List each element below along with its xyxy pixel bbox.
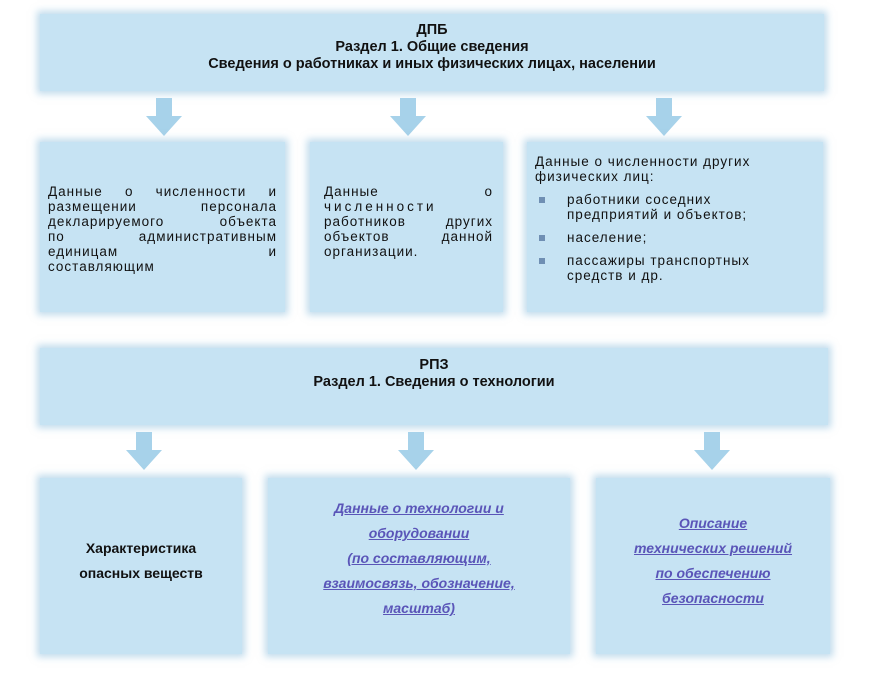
dpb-title: ДПБ <box>416 22 448 38</box>
bullet-icon <box>539 197 545 203</box>
text-line: опасных веществ <box>79 565 203 581</box>
text-line: безопасности <box>662 590 764 606</box>
text-line: Данные о технологии и <box>334 500 504 516</box>
text-line: размещении персонала <box>48 199 277 214</box>
hazardous-substances-box: Характеристика опасных веществ <box>40 478 242 654</box>
dpb-header-box: ДПБ Раздел 1. Общие сведения Сведения о … <box>40 14 824 91</box>
text-line: Данные о численности и <box>48 184 277 199</box>
text-line: масштаб) <box>383 600 455 616</box>
down-arrow-icon <box>398 432 434 470</box>
text-line: Характеристика <box>85 540 197 556</box>
list-item: пассажиры транспортных средств и др. <box>535 253 815 283</box>
text-line: организации. <box>324 244 419 259</box>
rpz-title: РПЗ <box>419 357 449 373</box>
bullet-icon <box>539 235 545 241</box>
safety-solutions-link[interactable]: Описание технических решений по обеспече… <box>596 511 830 611</box>
other-workers-box: Данные о численности работников других о… <box>310 142 503 312</box>
down-arrow-icon <box>646 98 682 136</box>
text-line: Данные о <box>324 184 493 199</box>
text-line: оборудовании <box>368 525 470 541</box>
text-line: составляющим <box>48 259 155 274</box>
rpz-header-box: РПЗ Раздел 1. Сведения о технологии <box>40 348 828 425</box>
bullet-icon <box>539 258 545 264</box>
text-line: Описание <box>678 515 748 531</box>
text-line: по обеспечению <box>655 565 771 581</box>
text-line: технических решений <box>633 540 793 556</box>
text-line: по административным <box>48 229 277 244</box>
rpz-section-title: Раздел 1. Сведения о технологии <box>313 374 555 390</box>
down-arrow-icon <box>694 432 730 470</box>
down-arrow-icon <box>146 98 182 136</box>
other-persons-box: Данные о численности других физических л… <box>527 142 823 312</box>
dpb-section-subtitle: Сведения о работниках и иных физических … <box>208 56 656 72</box>
safety-solutions-box[interactable]: Описание технических решений по обеспече… <box>596 478 830 654</box>
text-line: (по составляющим, <box>347 550 491 566</box>
list-item-line: предприятий и объектов; <box>567 207 748 222</box>
persons-list: работники соседних предприятий и объекто… <box>535 192 815 283</box>
list-item: население; <box>535 230 815 245</box>
down-arrow-icon <box>390 98 426 136</box>
dpb-section-title: Раздел 1. Общие сведения <box>335 39 529 55</box>
text-line: взаимосвязь, обозначение, <box>323 575 515 591</box>
personnel-data-box: Данные о численности и размещении персон… <box>40 142 285 312</box>
text-line: декларируемого объекта <box>48 214 277 229</box>
technology-data-box[interactable]: Данные о технологии и оборудовании (по с… <box>268 478 570 654</box>
text-line: Данные о численности других <box>535 154 751 169</box>
text-line: работников других <box>324 214 493 229</box>
list-item-line: средств и др. <box>567 268 664 283</box>
list-item: работники соседних предприятий и объекто… <box>535 192 815 222</box>
list-item-line: работники соседних <box>567 192 712 207</box>
technology-data-link[interactable]: Данные о технологии и оборудовании (по с… <box>268 496 570 621</box>
text-line: численности <box>324 199 437 214</box>
list-item-line: пассажиры транспортных <box>567 253 750 268</box>
text-line: единицам и <box>48 244 277 259</box>
text-line: физических лиц: <box>535 169 655 184</box>
text-line: объектов данной <box>324 229 493 244</box>
down-arrow-icon <box>126 432 162 470</box>
list-item-line: население; <box>567 230 648 245</box>
